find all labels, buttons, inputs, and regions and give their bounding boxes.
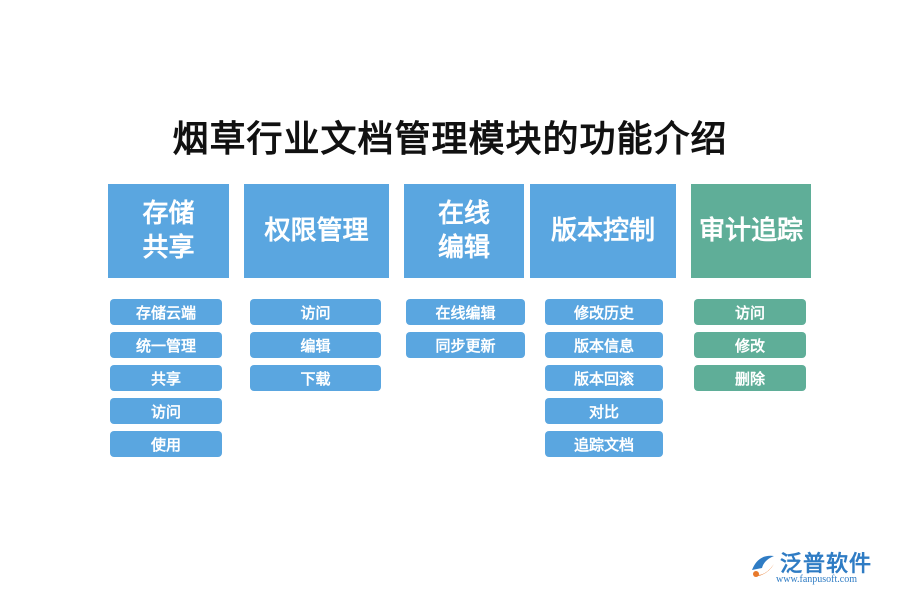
diagram-title: 烟草行业文档管理模块的功能介绍	[172, 119, 728, 160]
feature-item: 版本回滚	[545, 365, 663, 391]
column-items: 在线编辑同步更新	[404, 299, 525, 358]
feature-item: 存储云端	[110, 299, 222, 325]
feature-item: 同步更新	[406, 332, 525, 358]
column-header: 在线 编辑	[404, 184, 524, 278]
feature-item: 下载	[250, 365, 381, 391]
feature-item: 修改	[694, 332, 806, 358]
logo: 泛普软件 www.fanpusoft.com	[748, 546, 888, 590]
feature-item: 在线编辑	[406, 299, 525, 325]
column-2: 权限管理访问编辑下载	[244, 184, 389, 398]
logo-url: www.fanpusoft.com	[776, 574, 858, 585]
column-header: 审计追踪	[691, 184, 811, 278]
feature-item: 版本信息	[545, 332, 663, 358]
feature-item: 访问	[694, 299, 806, 325]
column-items: 访问编辑下载	[244, 299, 389, 391]
logo-name: 泛普软件	[780, 552, 873, 577]
feature-item: 共享	[110, 365, 222, 391]
column-items: 修改历史版本信息版本回滚对比追踪文档	[530, 299, 676, 457]
feature-item: 修改历史	[545, 299, 663, 325]
column-5: 审计追踪访问修改删除	[691, 184, 811, 398]
column-3: 在线 编辑在线编辑同步更新	[404, 184, 525, 365]
feature-item: 编辑	[250, 332, 381, 358]
column-header: 版本控制	[530, 184, 676, 278]
column-items: 访问修改删除	[691, 299, 811, 391]
column-header: 权限管理	[244, 184, 389, 278]
feature-item: 访问	[110, 398, 222, 424]
feature-item: 统一管理	[110, 332, 222, 358]
feature-item: 删除	[694, 365, 806, 391]
column-1: 存储 共享存储云端统一管理共享访问使用	[108, 184, 229, 464]
feature-item: 访问	[250, 299, 381, 325]
feature-item: 使用	[110, 431, 222, 457]
column-header: 存储 共享	[108, 184, 229, 278]
feature-item: 追踪文档	[545, 431, 663, 457]
feature-item: 对比	[545, 398, 663, 424]
logo-icon	[752, 555, 774, 577]
column-4: 版本控制修改历史版本信息版本回滚对比追踪文档	[530, 184, 676, 464]
column-items: 存储云端统一管理共享访问使用	[108, 299, 229, 457]
